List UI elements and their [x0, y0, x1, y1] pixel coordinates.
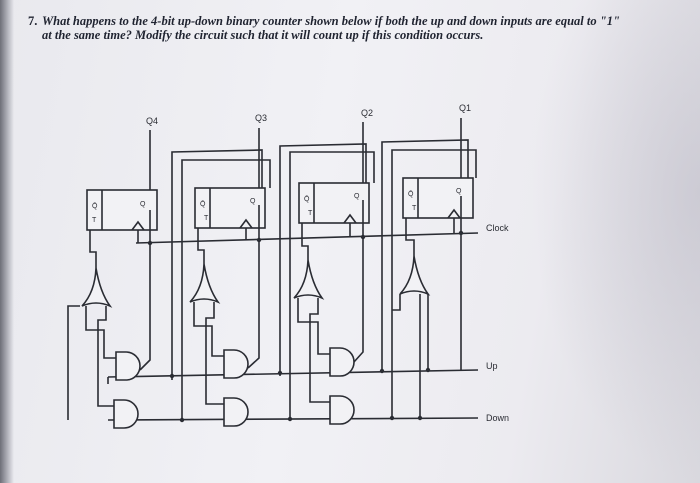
- flipflop-3-t: T: [204, 215, 209, 222]
- clock-label: Clock: [486, 223, 509, 233]
- flipflop-2-body: [298, 182, 370, 224]
- flipflop-2-q: Q: [354, 193, 360, 200]
- flipflop-1-q: Q: [456, 188, 462, 195]
- flipflop-2-qbar: Q̄: [304, 195, 310, 203]
- output-label-q4: Q4: [146, 116, 158, 126]
- output-label-q1: Q1: [459, 103, 471, 113]
- and-gate-down-4: [113, 399, 139, 429]
- question-line-1: What happens to the 4-bit up-down binary…: [42, 14, 620, 28]
- and-gate-down-2: [329, 395, 355, 425]
- question-line-2: at the same time? Modify the circuit suc…: [42, 28, 484, 42]
- page-shadow-left: [0, 0, 14, 483]
- page-shadow-right: [530, 0, 700, 483]
- flipflop-1-t: T: [412, 205, 417, 212]
- flipflop-1-body: [402, 177, 474, 219]
- flipflop-4-t: T: [92, 217, 97, 224]
- flipflop-3: Q̄ T Q: [194, 128, 266, 240]
- flipflop-2-t: T: [308, 210, 313, 217]
- or-gate-3: [189, 263, 221, 304]
- flipflop-3-q: Q: [250, 198, 256, 205]
- flipflop-1: Q̄ T Q: [402, 118, 474, 234]
- flipflop-2: Q̄ T Q: [298, 122, 370, 237]
- and-gate-up-2: [329, 347, 355, 377]
- flipflop-4-qbar: Q̄: [92, 202, 98, 210]
- or-gate-4: [81, 267, 113, 308]
- flipflop-4-q: Q: [140, 201, 146, 208]
- output-label-q2: Q2: [361, 108, 373, 118]
- and-gate-up-3: [223, 349, 249, 379]
- up-line: [107, 369, 479, 378]
- or-gate-1: [399, 255, 431, 296]
- down-label: Down: [486, 413, 509, 423]
- flipflop-4-body: [86, 189, 158, 231]
- flipflop-3-body: [194, 187, 266, 229]
- flipflop-4: Q̄ T Q: [86, 130, 158, 243]
- down-line: [107, 417, 479, 421]
- up-label: Up: [486, 361, 498, 371]
- and-gate-down-3: [223, 397, 249, 427]
- clock-line: [135, 232, 479, 244]
- or-gate-2: [293, 259, 325, 300]
- flipflop-3-qbar: Q̄: [200, 200, 206, 208]
- flipflop-1-qbar: Q̄: [408, 190, 414, 198]
- output-label-q3: Q3: [255, 113, 267, 123]
- question-number: 7.: [28, 14, 38, 28]
- and-gate-up-4: [115, 351, 141, 381]
